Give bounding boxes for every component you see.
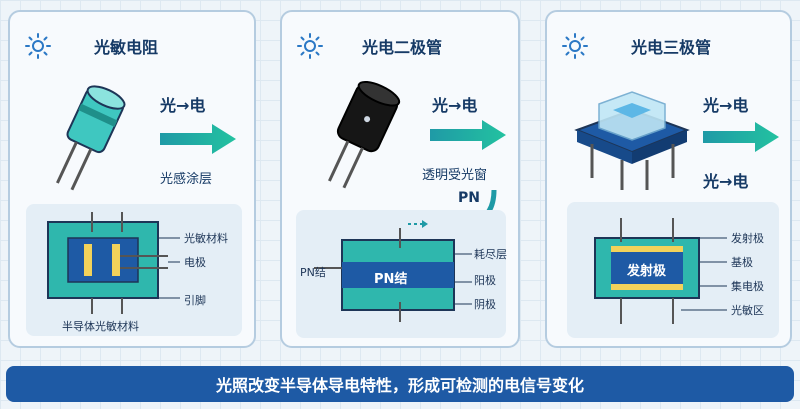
- window-label: 透明受光窗: [422, 168, 488, 183]
- panel-title: 光敏电阻: [94, 38, 159, 57]
- arrow-right-icon: [430, 120, 506, 150]
- crosssection-drawing: [594, 218, 727, 324]
- coating-label: 光感涂层: [160, 172, 213, 187]
- arrow-right-icon: [160, 124, 236, 154]
- relation-bottom-label: 光→电: [703, 172, 749, 191]
- callout-base: 基极: [731, 256, 753, 269]
- crosssection-drawing: [47, 212, 180, 314]
- panel-title: 光电二极管: [362, 38, 443, 57]
- phototransistor-component: [574, 91, 690, 190]
- callout-lead: 引脚: [184, 294, 206, 307]
- chip-label: 发射极: [627, 264, 667, 279]
- relation-label: 光→电: [432, 96, 478, 115]
- callout-anode: 阳极: [474, 274, 496, 287]
- pn-center-label: PN结: [374, 272, 408, 287]
- callout-photo-material: 光敏材料: [184, 232, 228, 245]
- callout-collector: 集电极: [731, 280, 764, 293]
- panel-photodiode: 光电二极管 光→电 透明受光窗 PN PN结 PN结 耗尽层 阳极 阴极: [280, 10, 520, 348]
- sun-icon: [25, 33, 51, 59]
- callout-cathode: 阴极: [474, 298, 496, 311]
- banner-text: 光照改变半导体导电特性，形成可检测的电信号变化: [215, 376, 584, 395]
- sun-icon: [297, 33, 323, 59]
- photoresistor-component: [56, 85, 126, 191]
- sun-icon: [562, 33, 588, 59]
- callout-electrode: 电极: [184, 256, 206, 269]
- panel-photoresistor: 光敏电阻 光→电 光感涂层 光敏材料 电极 引脚 半导体光敏材料: [8, 10, 256, 348]
- bottom-label: 半导体光敏材料: [62, 320, 139, 333]
- photodiode-component: [328, 80, 401, 189]
- panel-phototransistor: 光电三极管 光→电 光→电 发射极 发射极 基极 集电极 光敏区: [545, 10, 792, 348]
- summary-banner: 光照改变半导体导电特性，形成可检测的电信号变化: [6, 366, 794, 402]
- relation-top-label: 光→电: [703, 96, 749, 115]
- pn-left-label: PN结: [300, 266, 326, 279]
- callout-emitter: 发射极: [731, 232, 764, 245]
- callout-depletion: 耗尽层: [474, 248, 507, 261]
- relation-label: 光→电: [160, 96, 206, 115]
- panel-title: 光电三极管: [631, 38, 712, 57]
- callout-photo-region: 光敏区: [731, 304, 764, 317]
- crosssection-drawing: [314, 220, 472, 322]
- pn-arrow-label: PN: [458, 190, 480, 206]
- arrow-right-icon: [703, 122, 779, 152]
